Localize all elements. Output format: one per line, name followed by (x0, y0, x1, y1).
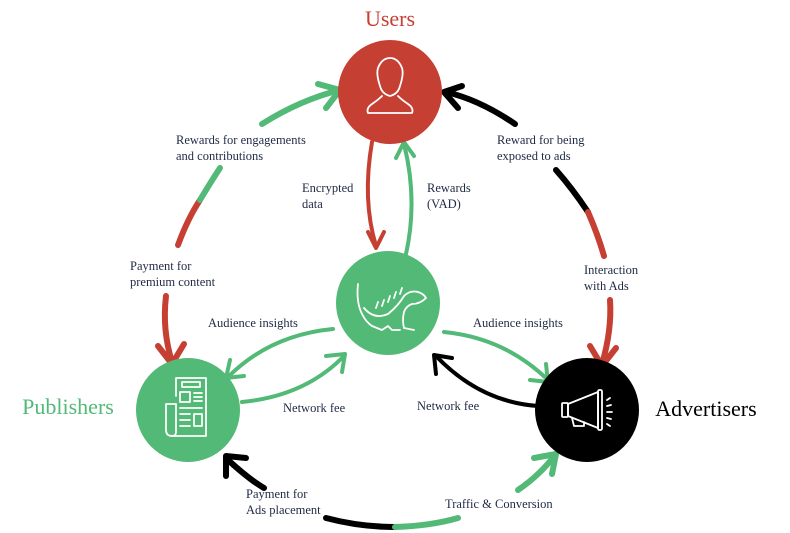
label-rewards-vad: Rewards (VAD) (427, 181, 474, 211)
label-audience-insights-right: Audience insights (473, 316, 563, 330)
arc-bottom-black (323, 515, 398, 530)
arrowhead-to-advertisers-green (531, 451, 559, 477)
label-traffic-conversion: Traffic & Conversion (445, 497, 553, 511)
arc-payment-premium-red (175, 197, 203, 248)
arc-bottom-green (392, 515, 461, 530)
arc-rewards-engagement-green-top (259, 87, 343, 127)
arrowhead-encrypted-data (366, 230, 386, 250)
user-icon (366, 57, 414, 114)
label-audience-insights-left: Audience insights (208, 316, 298, 330)
users-node[interactable] (338, 40, 442, 144)
arc-payment-premium-down (161, 293, 175, 365)
arrow-rewards-vad (402, 142, 414, 256)
label-payment-premium: Payment for premium content (130, 259, 216, 289)
advertisers-circle (535, 358, 639, 462)
label-network-fee-right: Network fee (417, 399, 480, 413)
label-reward-exposed: Reward for being exposed to ads (497, 133, 588, 163)
users-circle (338, 40, 442, 144)
publishers-title: Publishers (22, 394, 114, 419)
users-title: Users (365, 6, 415, 31)
arc-rewards-engagement-green (197, 165, 223, 203)
arc-interaction-red-upper (585, 209, 607, 259)
arrowhead-network-fee-right (432, 353, 454, 376)
label-rewards-engagements: Rewards for engagements and contribution… (176, 133, 309, 163)
arrow-audience-insights-left (226, 327, 335, 379)
arrowhead-network-fee-left (324, 352, 347, 374)
iguana-icon (356, 283, 427, 331)
arc-reward-exposed-black (443, 89, 518, 127)
arrow-network-fee-right (434, 354, 540, 408)
arrowhead-to-users-black (441, 83, 465, 111)
megaphone-icon (561, 389, 613, 431)
center-circle (336, 251, 440, 355)
label-encrypted-data: Encrypted data (302, 181, 357, 211)
arc-payment-ads-black (225, 457, 267, 491)
publishers-node[interactable] (136, 358, 240, 462)
center-node[interactable] (336, 251, 440, 355)
label-payment-ads-placement: Payment for Ads placement (246, 487, 321, 517)
label-interaction-ads: Interaction with Ads (584, 263, 641, 293)
arrow-encrypted-data (365, 140, 378, 248)
arc-interaction-red-down (599, 297, 614, 367)
advertisers-title: Advertisers (655, 396, 756, 421)
arrowhead-to-publishers-black (223, 453, 249, 479)
advertisers-node[interactable] (535, 358, 639, 462)
newspaper-icon (165, 377, 207, 437)
arrow-audience-insights-right (442, 330, 550, 382)
publishers-circle (136, 358, 240, 462)
label-network-fee-left: Network fee (283, 401, 346, 415)
arrow-network-fee-left (240, 354, 346, 404)
arc-reward-exposed-black-lower (553, 167, 591, 215)
